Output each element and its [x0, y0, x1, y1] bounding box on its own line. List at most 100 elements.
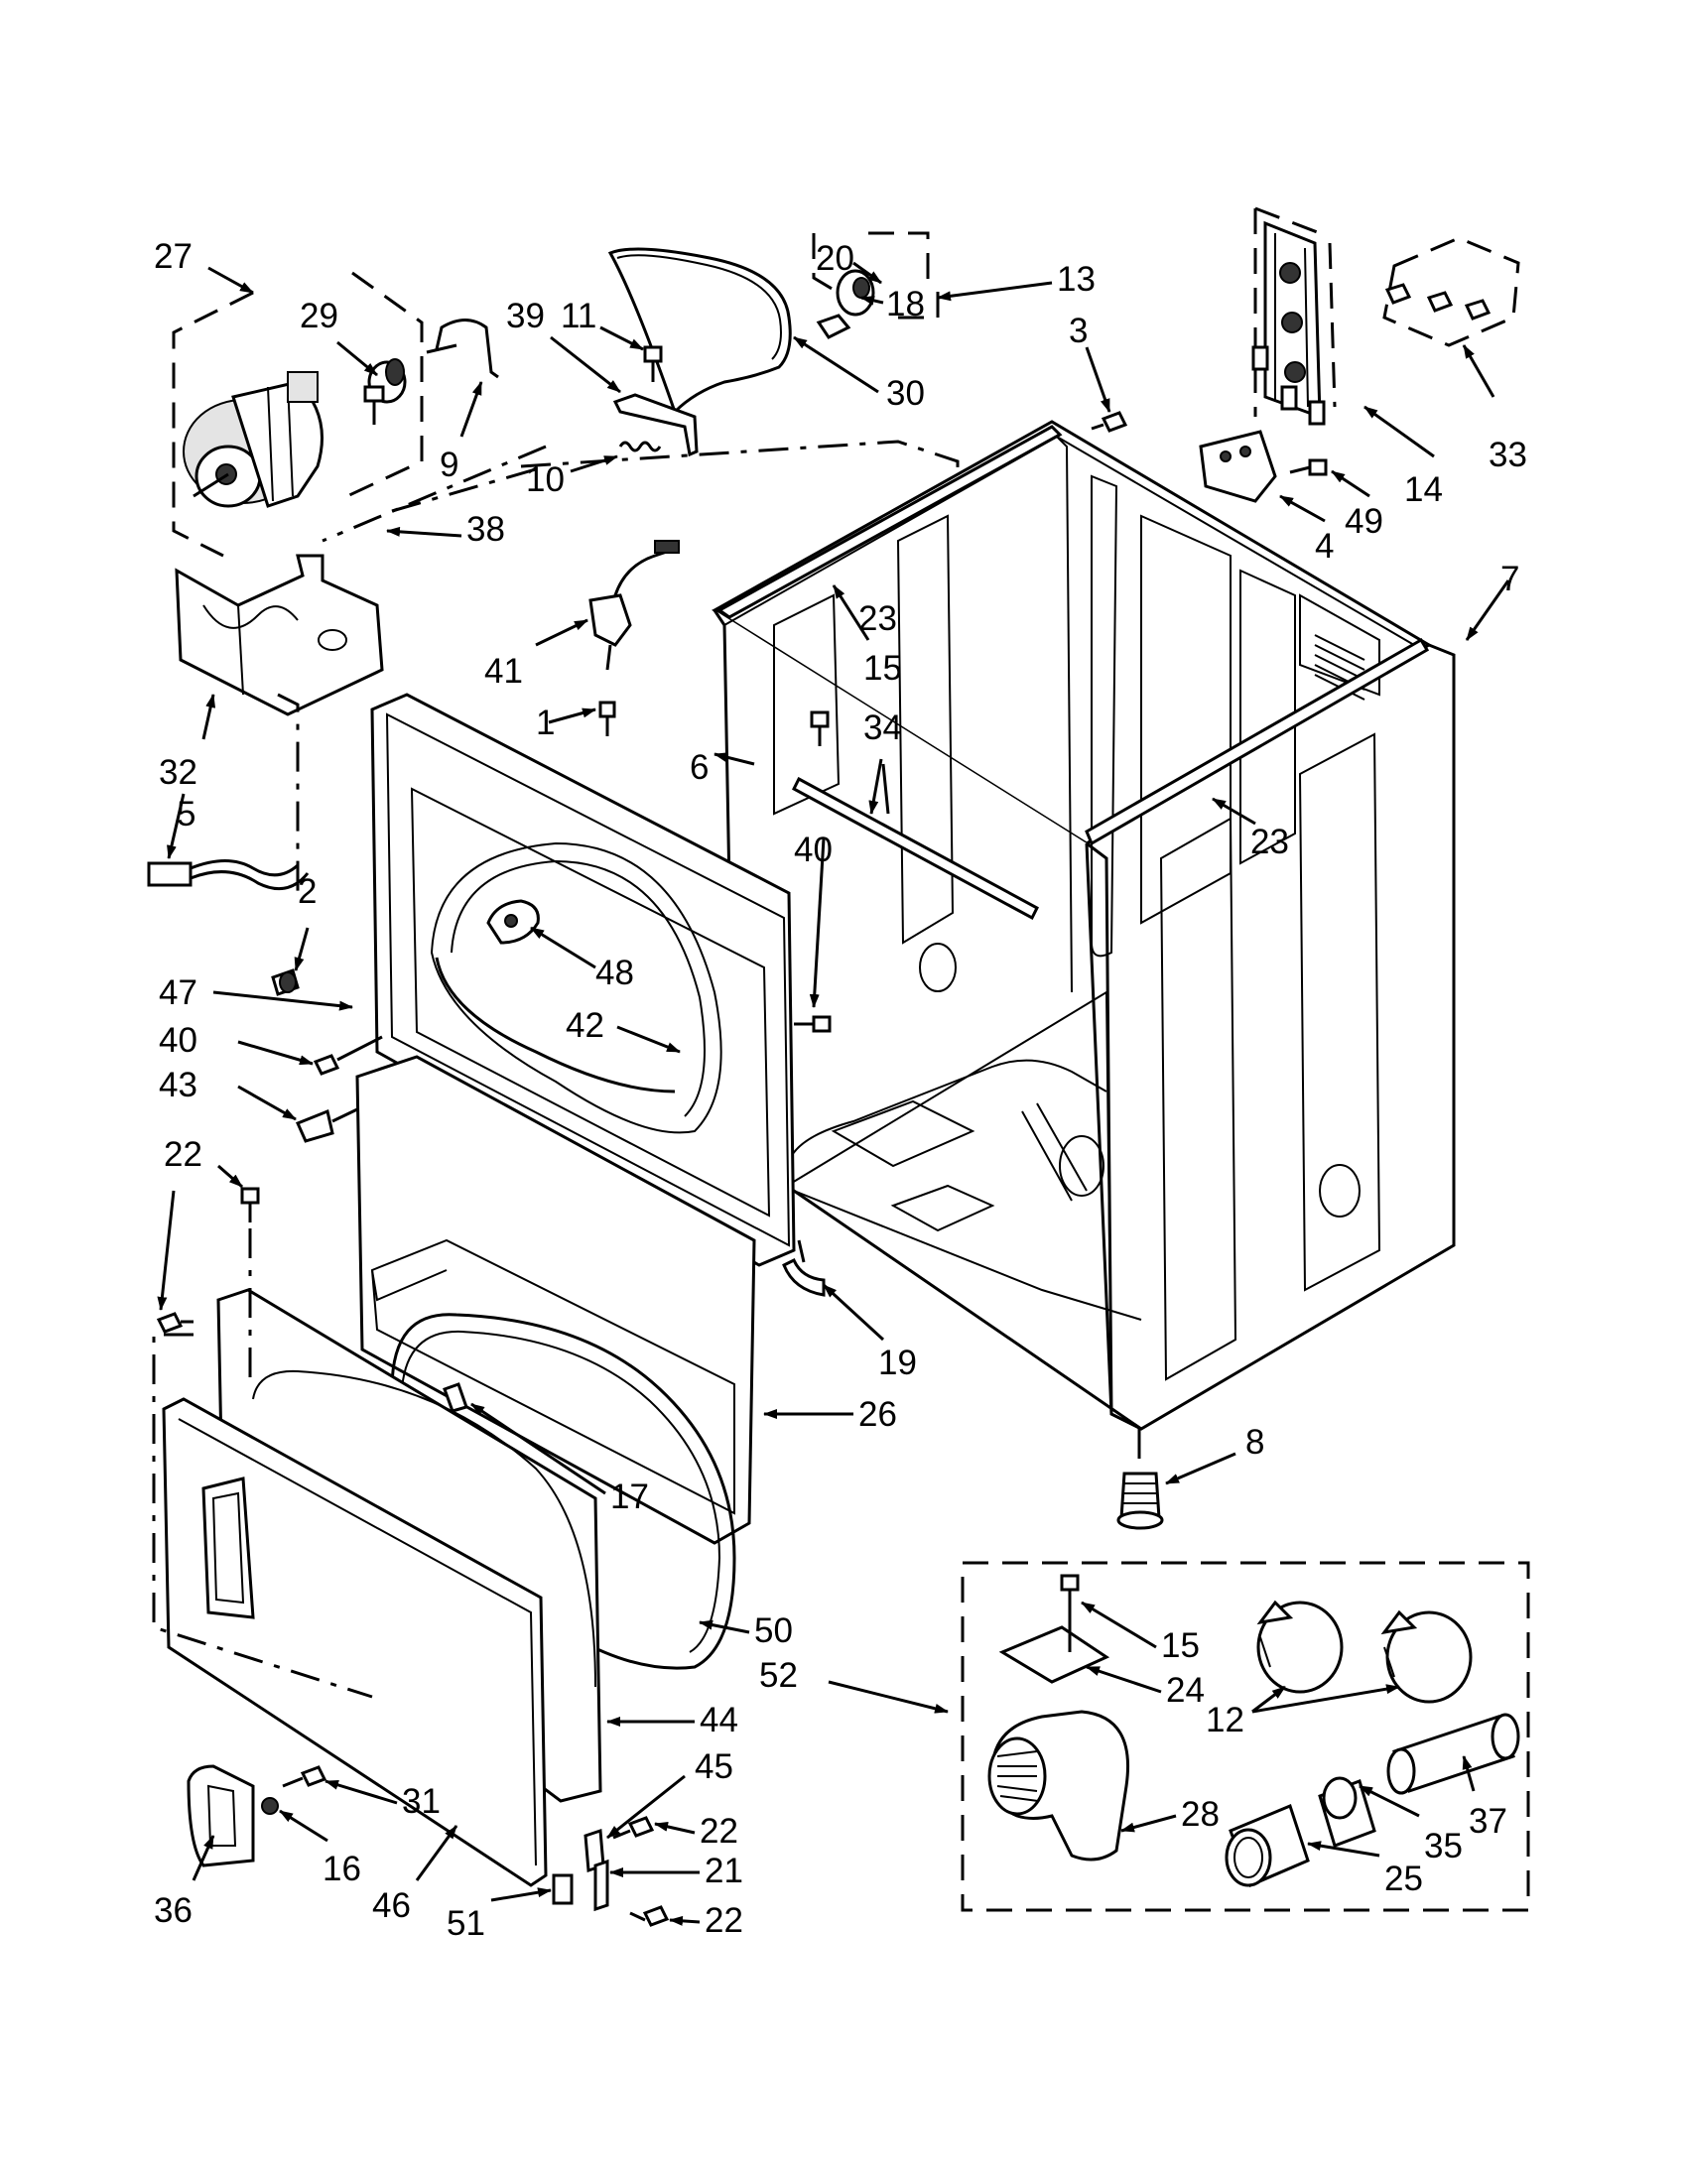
callout-1: 1	[536, 704, 555, 742]
outer-door	[162, 1397, 548, 1887]
hinge-plug	[261, 1797, 279, 1815]
callout-38: 38	[466, 510, 505, 549]
idler-bracket	[612, 393, 699, 457]
terminal-clips	[1382, 236, 1520, 347]
callout-35: 35	[1424, 1827, 1463, 1865]
callout-34: 34	[863, 708, 902, 747]
hinge-screw-left	[156, 1312, 194, 1334]
callout-36: 36	[154, 1891, 193, 1930]
leveling-foot	[1116, 1429, 1164, 1530]
callout-22: 22	[164, 1135, 202, 1174]
callout-9: 9	[440, 446, 458, 484]
drive-belt	[607, 247, 792, 415]
callout-7: 7	[1500, 560, 1519, 598]
callout-25: 25	[1384, 1860, 1423, 1898]
callout-49: 49	[1345, 502, 1383, 541]
callout-5: 5	[177, 795, 195, 834]
idler-screw	[643, 345, 663, 382]
callout-46: 46	[372, 1886, 411, 1925]
callout-3: 3	[1069, 312, 1088, 350]
callout-24: 24	[1166, 1671, 1205, 1710]
door-guide-lines	[152, 1228, 373, 1699]
door-switch	[588, 540, 680, 671]
door-seal	[435, 957, 676, 1093]
callout-13: 13	[1057, 260, 1096, 299]
callout-32: 32	[159, 753, 197, 792]
callout-10: 10	[526, 460, 565, 499]
callout-37: 37	[1469, 1802, 1507, 1841]
support-rod	[792, 776, 1039, 921]
callout-22: 22	[700, 1812, 738, 1851]
callout-28: 28	[1181, 1795, 1220, 1834]
exhaust-plate	[998, 1574, 1110, 1684]
callout-12: 12	[1206, 1701, 1244, 1739]
door-latch	[443, 1382, 468, 1413]
panel-screw-40-left	[313, 1035, 383, 1076]
callout-16: 16	[323, 1850, 361, 1888]
console-bracket	[1199, 430, 1277, 503]
callout-50: 50	[754, 1611, 793, 1650]
cabinet-screw-3	[1091, 411, 1128, 433]
motor-mount-bracket	[175, 554, 384, 716]
callout-23: 23	[858, 599, 897, 638]
door-handle	[187, 1764, 255, 1867]
motor-assembly	[172, 271, 424, 558]
callout-45: 45	[695, 1747, 733, 1786]
front-panel-clip	[782, 1239, 826, 1297]
callout-39: 39	[506, 297, 545, 335]
callout-8: 8	[1245, 1423, 1264, 1462]
callout-26: 26	[858, 1395, 897, 1434]
callout-18: 18	[886, 285, 925, 323]
exhaust-elbow	[987, 1710, 1129, 1862]
panel-plug	[271, 968, 300, 996]
callout-19: 19	[878, 1344, 917, 1382]
callout-48: 48	[595, 954, 634, 992]
callout-40: 40	[159, 1021, 197, 1060]
callout-22: 22	[705, 1901, 743, 1940]
callout-52: 52	[759, 1656, 798, 1695]
callout-30: 30	[886, 374, 925, 413]
bracket-screw-49	[1289, 458, 1328, 476]
side-rail	[1085, 637, 1430, 846]
callout-15: 15	[863, 649, 902, 688]
motor-mount-screw	[363, 385, 385, 425]
callout-31: 31	[402, 1782, 441, 1821]
cabinet-guide-lines	[277, 440, 960, 1225]
callout-14: 14	[1404, 470, 1443, 509]
exhaust-kit-box	[961, 1561, 1530, 1912]
callout-6: 6	[690, 748, 709, 787]
callout-2: 2	[298, 872, 317, 911]
wire-harness	[147, 859, 310, 891]
panel-screw-40	[794, 1015, 832, 1033]
callout-41: 41	[484, 652, 523, 691]
handle-screw	[282, 1765, 327, 1788]
callout-11: 11	[561, 297, 596, 335]
hinge-screw-bottom	[629, 1905, 670, 1927]
exhaust-hood-right	[1380, 1609, 1473, 1704]
callout-17: 17	[610, 1477, 649, 1516]
door-catch	[486, 899, 540, 945]
callout-43: 43	[159, 1066, 197, 1104]
callout-42: 42	[566, 1006, 604, 1045]
door-hinge	[552, 1828, 609, 1912]
terminal-block	[1251, 206, 1337, 426]
callout-21: 21	[705, 1852, 743, 1890]
callout-33: 33	[1489, 436, 1527, 474]
callout-15: 15	[1161, 1626, 1200, 1665]
cabinet	[712, 420, 1456, 1431]
cabinet-screw-15	[810, 710, 830, 746]
exhaust-hood-left	[1256, 1600, 1344, 1694]
hinge-screw-top	[240, 1187, 260, 1222]
idler-spring	[618, 441, 662, 452]
callout-40: 40	[794, 831, 833, 869]
exhaust-pipe	[1386, 1713, 1520, 1795]
callout-29: 29	[300, 297, 338, 335]
switch-screw	[598, 701, 616, 736]
top-rail	[716, 425, 1063, 619]
exhaust-coupling	[1318, 1776, 1376, 1848]
callout-47: 47	[159, 973, 197, 1012]
callout-27: 27	[154, 237, 193, 276]
motor-clamp	[426, 319, 499, 379]
leader-lines	[157, 261, 1510, 1926]
